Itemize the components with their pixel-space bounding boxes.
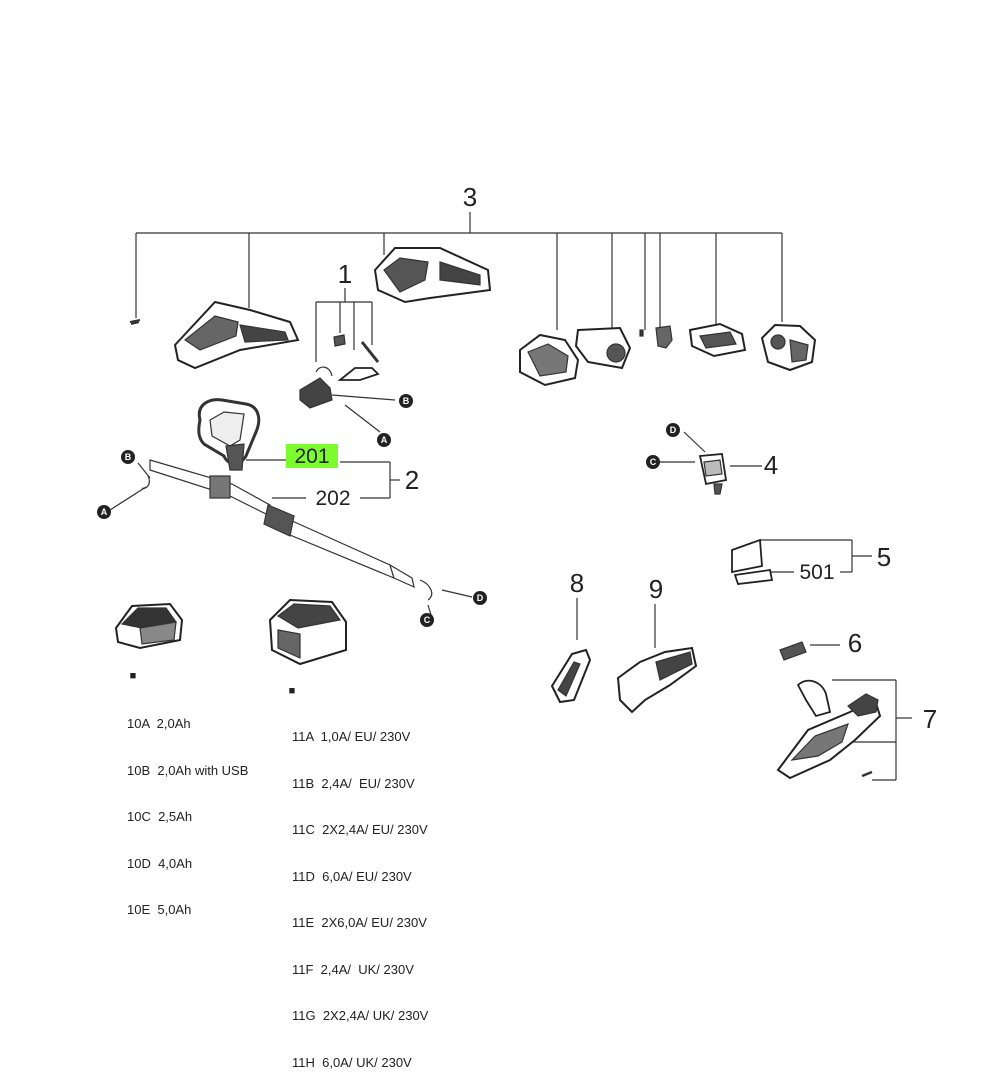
charger-list: 11A 1,0A/ EU/ 230V 11B 2,4A/ EU/ 230V 11… bbox=[292, 698, 428, 1086]
part-8-label: 8 bbox=[570, 568, 584, 598]
part-2-label: 2 bbox=[405, 465, 419, 495]
connector-b-left: B bbox=[121, 450, 135, 464]
battery-item: 10B 2,0Ah with USB bbox=[127, 762, 249, 778]
part-501-label: 501 bbox=[799, 561, 834, 584]
svg-text:D: D bbox=[477, 593, 484, 603]
connector-c-switch: C bbox=[646, 455, 660, 469]
charger-item: 11E 2X6,0A/ EU/ 230V bbox=[292, 915, 427, 930]
svg-text:B: B bbox=[125, 452, 132, 462]
svg-text:A: A bbox=[101, 507, 108, 517]
svg-text:A: A bbox=[381, 435, 388, 445]
svg-text:B: B bbox=[403, 396, 410, 406]
battery-item: 10E 5,0Ah bbox=[127, 902, 192, 917]
svg-text:C: C bbox=[650, 457, 657, 467]
charger-item: 11B 2,4A/ EU/ 230V bbox=[292, 775, 415, 791]
part-5-label: 5 bbox=[877, 542, 891, 572]
part-4-label: 4 bbox=[764, 450, 778, 480]
charger-item: 11H 6,0A/ UK/ 230V bbox=[292, 1054, 412, 1070]
battery-item: 10C 2,5Ah bbox=[127, 809, 193, 824]
exploded-parts-diagram: B A B A C D D C 3 1 201 202 2 4 501 5 6 … bbox=[97, 182, 937, 781]
battery-marker: ■ bbox=[130, 670, 137, 682]
part-201-label: 201 bbox=[294, 445, 329, 468]
charger-item: 11C 2X2,4A/ EU/ 230V bbox=[292, 822, 428, 837]
charger-item: 11F 2,4A/ UK/ 230V bbox=[292, 961, 414, 977]
part-202-label: 202 bbox=[315, 487, 350, 510]
connector-c-pole: C bbox=[420, 613, 434, 627]
connector-a-top: A bbox=[377, 433, 391, 447]
connector-d-switch: D bbox=[666, 423, 680, 437]
part-9-label: 9 bbox=[649, 574, 663, 604]
svg-text:D: D bbox=[670, 425, 677, 435]
battery-list: 10A 2,0Ah 10B 2,0Ah with USB 10C 2,5Ah 1… bbox=[127, 685, 248, 933]
connector-d-pole: D bbox=[473, 591, 487, 605]
charger-marker: ■ bbox=[289, 685, 296, 697]
connector-b-top: B bbox=[399, 394, 413, 408]
svg-text:C: C bbox=[424, 615, 431, 625]
charger-item: 11D 6,0A/ EU/ 230V bbox=[292, 868, 412, 884]
connector-a-left: A bbox=[97, 505, 111, 519]
part-7-label: 7 bbox=[923, 704, 937, 734]
battery-item: 10D 4,0Ah bbox=[127, 855, 193, 871]
charger-item: 11G 2X2,4A/ UK/ 230V bbox=[292, 1008, 429, 1023]
charger-item: 11A 1,0A/ EU/ 230V bbox=[292, 729, 411, 744]
part-1-label: 1 bbox=[338, 259, 352, 289]
battery-item: 10A 2,0Ah bbox=[127, 716, 191, 731]
part-3-label: 3 bbox=[463, 182, 477, 212]
part-201-highlight bbox=[286, 444, 338, 468]
part-6-label: 6 bbox=[848, 628, 862, 658]
